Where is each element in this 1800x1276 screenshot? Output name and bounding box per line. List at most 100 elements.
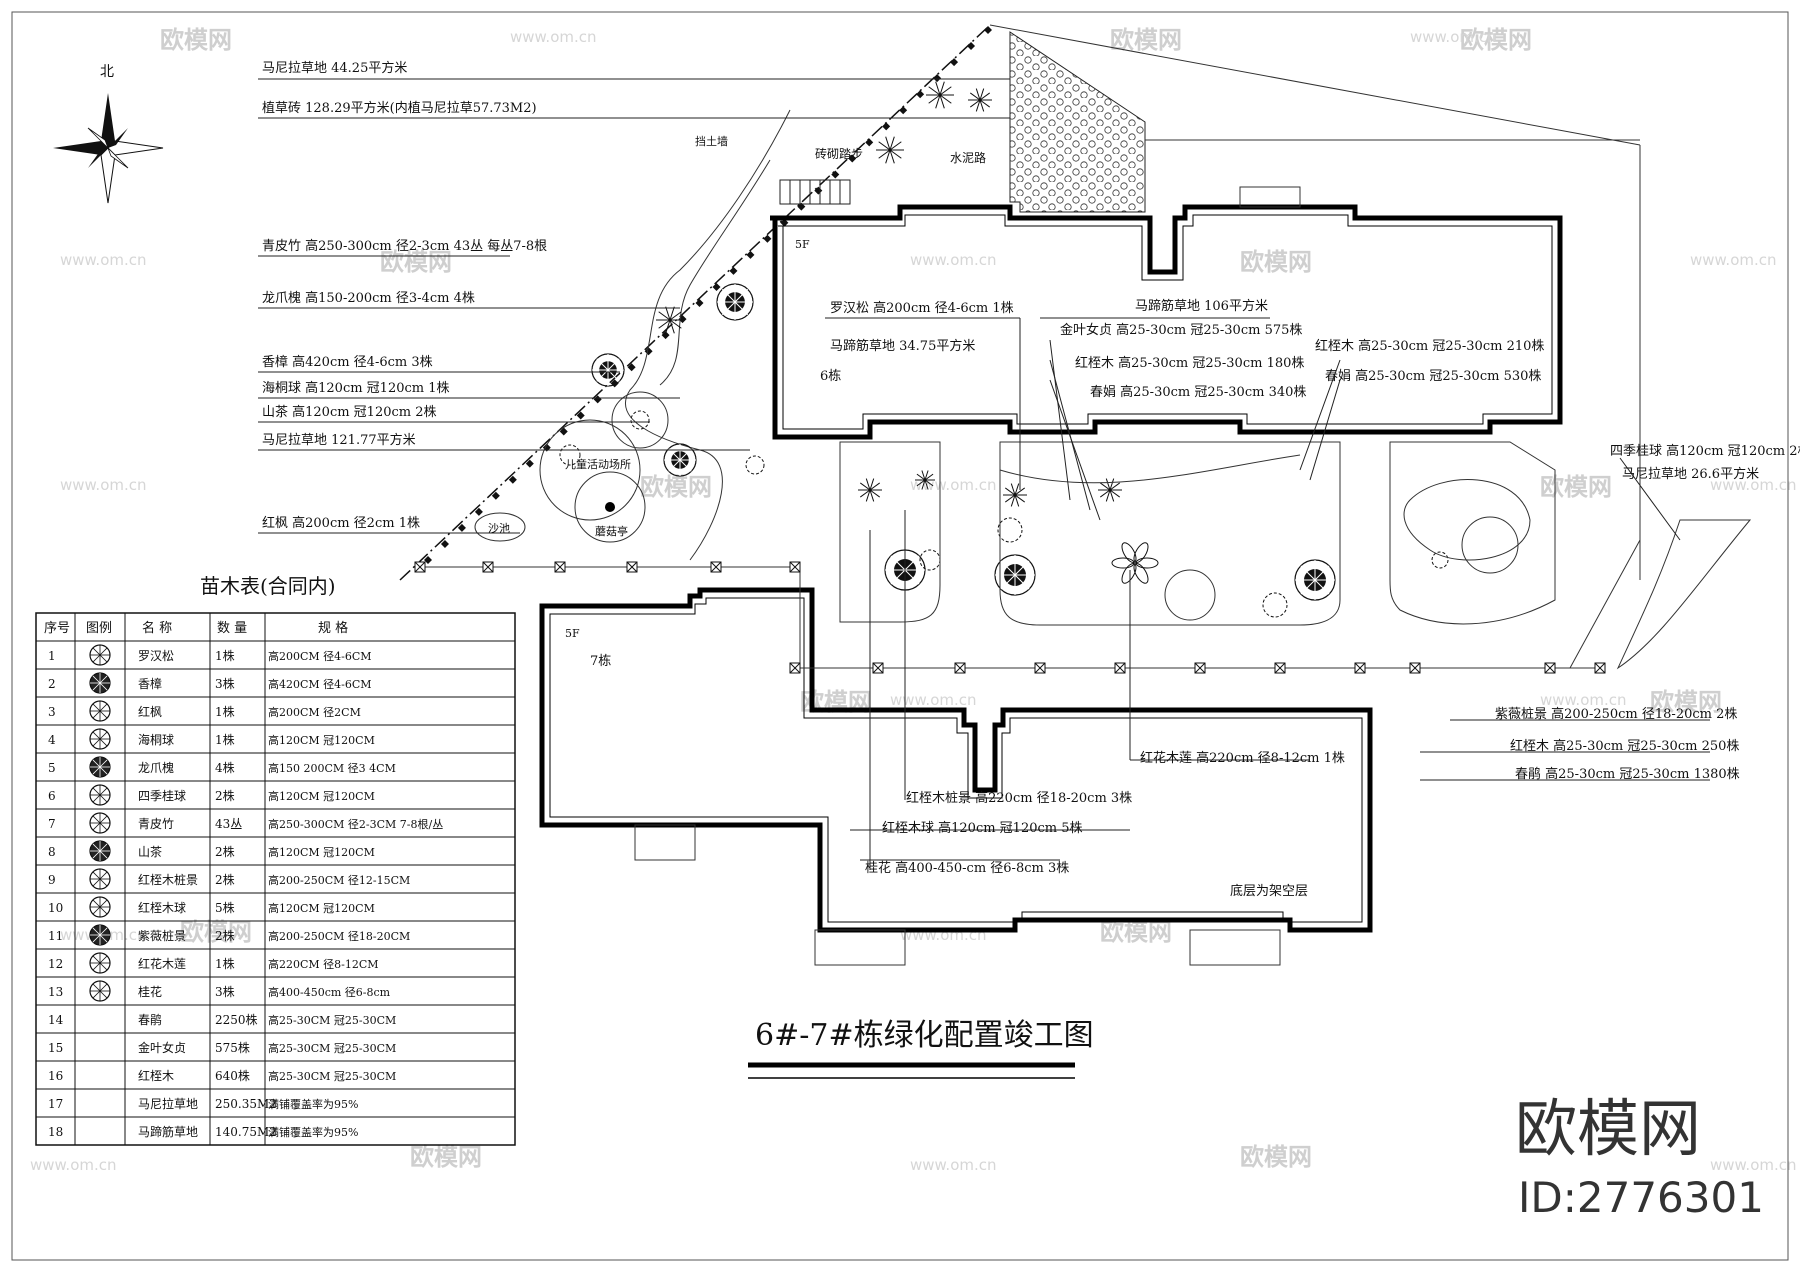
bamboo-clump-icon	[984, 26, 992, 34]
bamboo-row	[424, 26, 992, 564]
label-retaining-wall: 挡土墙	[695, 134, 728, 148]
table-cell-spec: 高120CM 冠120CM	[268, 789, 375, 803]
bamboo-clump-icon	[763, 234, 772, 243]
bamboo-clump-icon	[848, 154, 857, 163]
table-cell-qty: 2株	[215, 872, 235, 887]
bamboo-icon	[89, 812, 111, 834]
bamboo-clump-icon	[559, 427, 568, 436]
watermark-brand-text: 欧模网	[160, 26, 232, 54]
table-cell-qty: 250.35M2	[215, 1097, 277, 1111]
annotation-loropetalum-210: 红桎木 高25-30cm 冠25-30cm 210株	[1315, 338, 1544, 354]
shrub-icon	[630, 410, 650, 430]
table-cell-no: 3	[48, 705, 56, 719]
bottom-annotations: 红花木莲 高220cm 径8-12cm 1株 红桎木桩景 高220cm 径18-…	[865, 750, 1345, 876]
fence-post-icon	[1594, 662, 1606, 674]
building-6-floor: 5F	[795, 238, 810, 251]
garden-path-inner	[659, 159, 771, 386]
annotation-loropetalum-bonsai: 红桎木桩景 高220cm 径18-20cm 3株	[906, 790, 1132, 806]
table-cell-no: 1	[48, 649, 56, 663]
tree-symbol-icon	[968, 88, 992, 112]
label-cement-road: 水泥路	[950, 150, 986, 165]
table-cell-name: 金叶女贞	[138, 1040, 186, 1055]
bamboo-clump-icon	[661, 331, 670, 340]
label-sandpit: 沙池	[488, 522, 510, 535]
watermark-site-text: www.om.cn	[910, 251, 997, 269]
shrub-icon	[745, 455, 765, 475]
table-cell-no: 18	[48, 1125, 63, 1139]
building-6-outline	[770, 204, 1563, 440]
annotation-golden-privet: 金叶女贞 高25-30cm 冠25-30cm 575株	[1060, 322, 1302, 338]
annotation-azalea-1380: 春鹃 高25-30cm 冠25-30cm 1380株	[1515, 766, 1740, 782]
table-cell-name: 马蹄筋草地	[138, 1124, 198, 1139]
planting-bed-3	[1389, 441, 1556, 625]
bamboo-clump-icon	[746, 250, 755, 259]
sandpit-shape	[474, 512, 526, 542]
annotation-grass-106: 马蹄筋草地 106平方米	[1135, 298, 1268, 314]
watermark-site-text: www.om.cn	[1710, 476, 1797, 494]
watermark-site-text: www.om.cn	[1710, 1156, 1797, 1174]
table-cell-spec: 高25-30CM 冠25-30CM	[268, 1041, 396, 1055]
watermark-brand-text: 欧模网	[1650, 688, 1722, 716]
building-7-name: 7栋	[590, 653, 611, 669]
drawing-frame	[11, 11, 1789, 1261]
table-cell-name: 红枫	[138, 704, 162, 719]
table-cell-qty: 640株	[215, 1068, 250, 1083]
site-labels: 挡土墙 砖砌踏步 水泥路 儿童活动场所 蘑菇亭 沙池	[488, 134, 986, 538]
brand-watermark: 欧模网	[1515, 1092, 1701, 1165]
table-cell-name: 青皮竹	[138, 817, 174, 831]
fence-post-icon	[789, 561, 801, 573]
planting-bed-1	[839, 441, 941, 623]
fence-posts	[414, 561, 1606, 674]
table-cell-no: 16	[48, 1069, 63, 1083]
watermark-site-text: www.om.cn	[890, 691, 977, 709]
table-cell-no: 17	[48, 1097, 63, 1111]
fence-post-icon	[482, 561, 494, 573]
brick-steps	[779, 179, 851, 205]
fence-post-icon	[1274, 662, 1286, 674]
label-brick-steps: 砖砌踏步	[815, 146, 863, 161]
bamboo-clump-icon	[695, 299, 704, 308]
annotation-camellia: 山茶 高120cm 冠120cm 2株	[262, 404, 437, 420]
crape-myrtle-icon	[89, 924, 111, 946]
table-cell-name: 春鹃	[138, 1012, 162, 1027]
table-cell-no: 15	[48, 1041, 63, 1055]
shrub-icon	[559, 444, 581, 466]
bamboo-clump-icon	[576, 411, 585, 420]
center-annotations: 罗汉松 高200cm 径4-6cm 1株 马蹄筋草地 34.75平方米 马蹄筋草…	[830, 298, 1544, 400]
label-pergola: 蘑菇亭	[595, 524, 628, 538]
plant-table-header: 序号图例名 称数 量规 格	[44, 620, 348, 636]
table-cell-no: 2	[48, 677, 56, 691]
table-cell-qty: 1株	[215, 956, 235, 971]
building-7-porch-left	[634, 824, 696, 861]
fence-post-icon	[1034, 662, 1046, 674]
grass-paver-area	[1009, 31, 1146, 213]
pine-icon	[89, 644, 111, 666]
annotation-grass-34: 马蹄筋草地 34.75平方米	[830, 338, 975, 354]
tree-canopy-icon	[591, 353, 625, 387]
table-cell-no: 9	[48, 873, 56, 887]
tree-canopy-icon	[663, 443, 697, 477]
maple-icon	[89, 700, 111, 722]
building-6-name: 6栋	[820, 368, 841, 384]
bamboo-clump-icon	[712, 282, 721, 291]
table-cell-spec: 高200CM 径4-6CM	[268, 649, 372, 663]
table-cell-qty: 575株	[215, 1040, 250, 1055]
bamboo-clump-icon	[882, 122, 891, 131]
bamboo-clump-icon	[780, 218, 789, 227]
building-6-balcony	[1239, 186, 1301, 208]
annotation-manila-lawn-2: 马尼拉草地 121.77平方米	[262, 432, 416, 448]
watermark-layer: 欧模网欧模网欧模网欧模网欧模网欧模网欧模网欧模网欧模网欧模网欧模网欧模网欧模网w…	[30, 26, 1797, 1174]
building-6-inner	[778, 214, 1553, 430]
table-cell-no: 10	[48, 901, 63, 915]
north-label: 北	[100, 64, 114, 80]
table-cell-name: 桂花	[138, 984, 162, 999]
